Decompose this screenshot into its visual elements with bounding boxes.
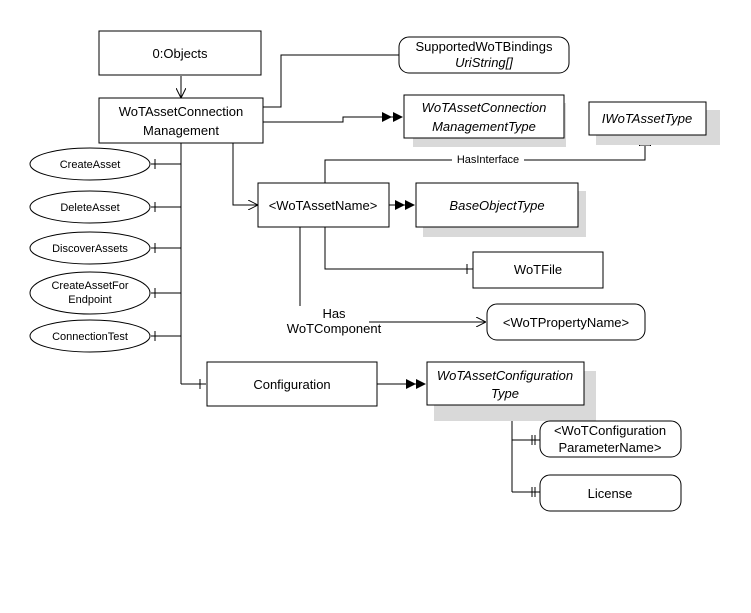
supported-bindings-node[interactable]: SupportedWoTBindings UriString[] xyxy=(398,36,570,74)
asset-name-label: <WoTAssetName> xyxy=(269,198,378,213)
connection-test-method[interactable]: ConnectionTest xyxy=(29,319,151,353)
has-component-label-line2: WoTComponent xyxy=(287,321,382,336)
objects-label: 0:Objects xyxy=(153,46,208,61)
management-type-label-line1: WoTAssetConnection xyxy=(422,100,547,115)
management-type-connector xyxy=(263,112,403,123)
property-name-label: <WoTPropertyName> xyxy=(503,315,629,330)
configuration-label: Configuration xyxy=(253,377,330,392)
management-type-node[interactable]: WoTAssetConnection ManagementType xyxy=(403,94,566,147)
management-label-line1: WoTAssetConnection xyxy=(119,104,244,119)
discover-assets-method[interactable]: DiscoverAssets xyxy=(29,231,151,265)
wot-file-connector xyxy=(324,227,473,270)
config-param-node[interactable]: <WoTConfiguration ParameterName> xyxy=(539,420,682,458)
config-param-label-line1: <WoTConfiguration xyxy=(554,423,666,438)
supported-bindings-connector xyxy=(263,54,399,108)
configuration-type-node[interactable]: WoTAssetConfiguration Type xyxy=(426,361,596,421)
configuration-type-label-line1: WoTAssetConfiguration xyxy=(437,368,573,383)
supported-bindings-datatype: UriString[] xyxy=(455,55,513,70)
management-type-label-line2: ManagementType xyxy=(432,119,536,134)
discover-assets-label: DiscoverAssets xyxy=(52,243,128,255)
base-object-type-node[interactable]: BaseObjectType xyxy=(415,182,586,237)
management-label-line2: Management xyxy=(143,123,219,138)
property-name-node[interactable]: <WoTPropertyName> xyxy=(486,303,646,341)
create-asset-for-label-line2: Endpoint xyxy=(68,294,111,306)
configuration-type-label-line2: Type xyxy=(491,386,519,401)
iwot-asset-type-node[interactable]: IWoTAssetType xyxy=(588,101,720,145)
asset-name-node[interactable]: <WoTAssetName> xyxy=(257,182,390,228)
config-param-label-line2: ParameterName> xyxy=(559,440,662,455)
supported-bindings-name: SupportedWoTBindings xyxy=(415,39,553,54)
base-object-type-label: BaseObjectType xyxy=(449,198,544,213)
wot-file-label: WoTFile xyxy=(514,262,562,277)
wot-file-node[interactable]: WoTFile xyxy=(472,251,604,289)
iwot-asset-type-label: IWoTAssetType xyxy=(602,111,693,126)
delete-asset-method[interactable]: DeleteAsset xyxy=(29,190,151,224)
configuration-node[interactable]: Configuration xyxy=(206,361,378,407)
license-node[interactable]: License xyxy=(539,474,682,512)
delete-asset-label: DeleteAsset xyxy=(60,202,119,214)
create-asset-method[interactable]: CreateAsset xyxy=(29,147,151,181)
objects-node[interactable]: 0:Objects xyxy=(98,30,262,76)
has-interface-label: HasInterface xyxy=(457,154,519,166)
create-asset-for-label-line1: CreateAssetFor xyxy=(51,280,128,292)
management-node[interactable]: WoTAssetConnection Management xyxy=(98,97,264,144)
license-label: License xyxy=(588,486,633,501)
asset-name-connector xyxy=(232,143,257,205)
create-asset-label: CreateAsset xyxy=(60,159,121,171)
has-component-label-line1: Has xyxy=(322,306,346,321)
connection-test-label: ConnectionTest xyxy=(52,331,128,343)
management-type-arrow xyxy=(382,112,392,122)
create-asset-for-endpoint-method[interactable]: CreateAssetFor Endpoint xyxy=(29,271,151,315)
